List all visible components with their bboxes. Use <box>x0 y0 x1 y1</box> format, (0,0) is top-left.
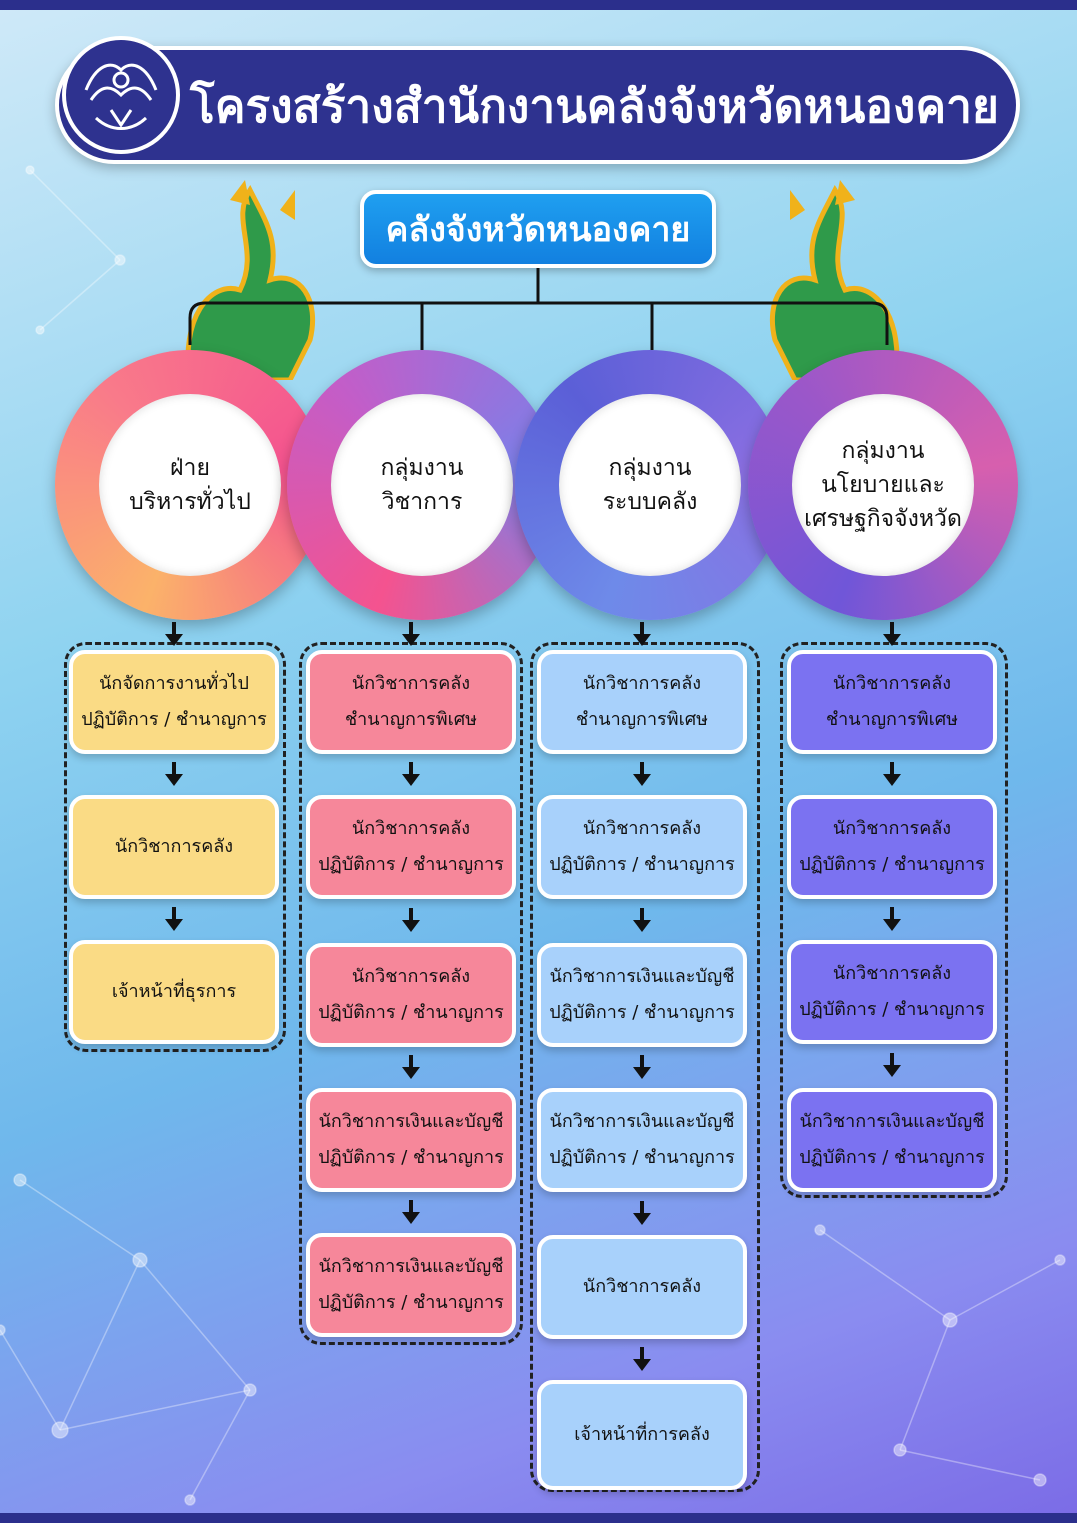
position-card: นักวิชาการคลัง ปฏิบัติการ / ชำนาญการ <box>787 795 997 899</box>
division-label: ฝ่าย บริหารทั่วไป <box>129 455 251 515</box>
arrow-down-icon <box>882 1053 902 1079</box>
bottom-border <box>0 1513 1077 1523</box>
position-label: นักวิชาการคลัง <box>114 836 234 857</box>
position-label: เจ้าหน้าที่การคลัง <box>574 1424 710 1445</box>
division-ring-center: กลุ่มงาน ระบบคลัง <box>559 394 741 576</box>
top-border <box>0 0 1077 10</box>
arrow-down-icon <box>632 1055 652 1081</box>
arrow-down-icon <box>401 762 421 788</box>
position-label: นักจัดการงานทั่วไป ปฏิบัติการ / ชำนาญการ <box>81 673 267 730</box>
position-label: นักวิชาการเงินและบัญชี ปฏิบัติการ / ชำนา… <box>318 1111 504 1168</box>
arrow-down-icon <box>632 762 652 788</box>
position-card: นักวิชาการเงินและบัญชี ปฏิบัติการ / ชำนา… <box>306 1088 516 1192</box>
position-label: นักวิชาการเงินและบัญชี ปฏิบัติการ / ชำนา… <box>318 1256 504 1313</box>
position-card: นักวิชาการเงินและบัญชี ปฏิบัติการ / ชำนา… <box>537 943 747 1047</box>
division-ring-4: กลุ่มงาน นโยบายและ เศรษฐกิจจังหวัด <box>748 350 1018 620</box>
position-label: นักวิชาการคลัง ปฏิบัติการ / ชำนาญการ <box>318 966 504 1023</box>
arrow-down-icon <box>632 1201 652 1227</box>
position-card: นักวิชาการคลัง ปฏิบัติการ / ชำนาญการ <box>306 943 516 1047</box>
position-card: นักวิชาการเงินและบัญชี ปฏิบัติการ / ชำนา… <box>537 1088 747 1192</box>
division-ring-3: กลุ่มงาน ระบบคลัง <box>515 350 785 620</box>
position-label: นักวิชาการเงินและบัญชี ปฏิบัติการ / ชำนา… <box>549 966 735 1023</box>
position-label: นักวิชาการเงินและบัญชี ปฏิบัติการ / ชำนา… <box>549 1111 735 1168</box>
garuda-emblem-icon <box>62 36 180 154</box>
position-label: นักวิชาการคลัง <box>582 1276 702 1297</box>
arrow-down-icon <box>401 1200 421 1226</box>
position-card: นักวิชาการคลัง ปฏิบัติการ / ชำนาญการ <box>306 795 516 899</box>
position-card: นักวิชาการคลัง ชำนาญการพิเศษ <box>537 650 747 754</box>
position-label: นักวิชาการคลัง ชำนาญการพิเศษ <box>825 673 959 730</box>
position-card: นักวิชาการคลัง <box>69 795 279 899</box>
position-label: นักวิชาการคลัง ปฏิบัติการ / ชำนาญการ <box>799 963 985 1020</box>
arrow-down-icon <box>164 907 184 933</box>
position-card: เจ้าหน้าที่ธุรการ <box>69 940 279 1044</box>
header-banner <box>55 46 1020 164</box>
position-card: นักวิชาการเงินและบัญชี ปฏิบัติการ / ชำนา… <box>306 1233 516 1337</box>
arrow-down-icon <box>882 622 902 648</box>
division-ring-center: กลุ่มงาน วิชาการ <box>331 394 513 576</box>
provincial-treasury-box: คลังจังหวัดหนองคาย <box>360 190 716 268</box>
arrow-down-icon <box>632 908 652 934</box>
division-label: กลุ่มงาน ระบบคลัง <box>602 455 698 515</box>
arrow-down-icon <box>164 762 184 788</box>
arrow-down-icon <box>882 762 902 788</box>
position-label: นักวิชาการคลัง ปฏิบัติการ / ชำนาญการ <box>318 818 504 875</box>
arrow-down-icon <box>882 907 902 933</box>
position-card: นักวิชาการคลัง <box>537 1235 747 1339</box>
arrow-down-icon <box>401 908 421 934</box>
position-card: นักวิชาการคลัง ปฏิบัติการ / ชำนาญการ <box>537 795 747 899</box>
position-label: นักวิชาการคลัง ปฏิบัติการ / ชำนาญการ <box>799 818 985 875</box>
division-ring-1: ฝ่าย บริหารทั่วไป <box>55 350 325 620</box>
division-label: กลุ่มงาน นโยบายและ เศรษฐกิจจังหวัด <box>804 438 962 532</box>
division-ring-center: กลุ่มงาน นโยบายและ เศรษฐกิจจังหวัด <box>792 394 974 576</box>
position-label: นักวิชาการคลัง ชำนาญการพิเศษ <box>575 673 709 730</box>
page-title: โครงสร้างสำนักงานคลังจังหวัดหนองคาย <box>190 79 999 133</box>
position-card: นักวิชาการคลัง ชำนาญการพิเศษ <box>306 650 516 754</box>
arrow-down-icon <box>401 1055 421 1081</box>
position-label: นักวิชาการคลัง ปฏิบัติการ / ชำนาญการ <box>549 818 735 875</box>
arrow-down-icon <box>164 622 184 648</box>
position-card: นักจัดการงานทั่วไป ปฏิบัติการ / ชำนาญการ <box>69 650 279 754</box>
arrow-down-icon <box>401 622 421 648</box>
arrow-down-icon <box>632 622 652 648</box>
position-card: นักวิชาการคลัง ปฏิบัติการ / ชำนาญการ <box>787 940 997 1044</box>
position-card: เจ้าหน้าที่การคลัง <box>537 1380 747 1490</box>
division-ring-center: ฝ่าย บริหารทั่วไป <box>99 394 281 576</box>
position-label: เจ้าหน้าที่ธุรการ <box>111 981 237 1002</box>
division-label: กลุ่มงาน วิชาการ <box>380 455 464 515</box>
position-label: นักวิชาการเงินและบัญชี ปฏิบัติการ / ชำนา… <box>799 1111 985 1168</box>
division-ring-2: กลุ่มงาน วิชาการ <box>287 350 557 620</box>
position-label: นักวิชาการคลัง ชำนาญการพิเศษ <box>344 673 478 730</box>
position-card: นักวิชาการคลัง ชำนาญการพิเศษ <box>787 650 997 754</box>
arrow-down-icon <box>632 1347 652 1373</box>
position-card: นักวิชาการเงินและบัญชี ปฏิบัติการ / ชำนา… <box>787 1088 997 1192</box>
